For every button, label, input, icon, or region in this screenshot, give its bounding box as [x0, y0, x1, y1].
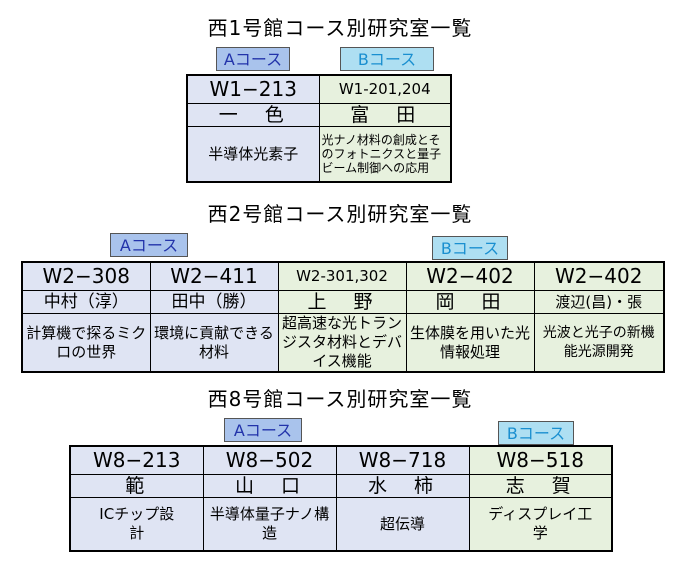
lab-professor: 渡辺(昌)・張 [533, 290, 665, 314]
w1-course-a-tag: Aコース [216, 47, 290, 71]
w1-lab-table: W1−213 W1-201,204 一 色 富 田 半導体光素子 光ナノ材料の創… [186, 74, 452, 183]
lab-professor: 中村（淳） [21, 290, 151, 314]
lab-topic: 超伝導 [335, 497, 470, 552]
lab-professor: 水 柿 [335, 474, 470, 498]
lab-professor: 一 色 [186, 103, 320, 127]
lab-topic: 半導体量子ナノ構造 [202, 497, 337, 552]
lab-professor: 志 賀 [468, 474, 613, 498]
lab-room: W1-201,204 [318, 74, 452, 104]
lab-topic: 環境に貢献できる材料 [149, 313, 279, 373]
lab-room: W8−502 [202, 445, 337, 475]
lab-topic: 半導体光素子 [186, 126, 320, 183]
w8-course-b-tag: Bコース [498, 421, 574, 445]
w8-lab-table: W8−213 W8−502 W8−718 W8−518 範 山 口 水 柿 志 … [69, 445, 613, 552]
lab-room: W2−402 [533, 261, 665, 291]
w2-course-b-tag: Bコース [432, 236, 508, 260]
lab-topic: 計算機で探るミクロの世界 [21, 313, 151, 373]
w2-lab-table: W2−308 W2−411 W2-301,302 W2−402 W2−402 中… [21, 261, 665, 373]
lab-professor: 上 野 [277, 290, 407, 314]
lab-room: W8−718 [335, 445, 470, 475]
lab-topic: ディスプレイ工学 [468, 497, 613, 552]
w2-title: 西2号館コース別研究室一覧 [207, 202, 473, 226]
lab-room: W2−402 [405, 261, 535, 291]
lab-topic: 光波と光子の新機能光源開発 [533, 313, 665, 373]
lab-professor: 山 口 [202, 474, 337, 498]
w2-course-a-tag: Aコース [110, 233, 188, 257]
w1-course-b-tag: Bコース [340, 47, 434, 71]
lab-room: W8−213 [69, 445, 204, 475]
lab-room: W2-301,302 [277, 261, 407, 291]
lab-room: W1−213 [186, 74, 320, 104]
lab-topic: 光ナノ材料の創成とそのフォトニクスと量子ビーム制御への応用 [318, 126, 452, 183]
w8-title: 西8号館コース別研究室一覧 [207, 387, 473, 411]
lab-professor: 範 [69, 474, 204, 498]
lab-topic: 超高速な光トランジスタ材料とデバイス機能 [277, 313, 407, 373]
lab-topic: ICチップ設計 [69, 497, 204, 552]
lab-room: W8−518 [468, 445, 613, 475]
lab-professor: 岡 田 [405, 290, 535, 314]
lab-professor: 富 田 [318, 103, 452, 127]
lab-room: W2−308 [21, 261, 151, 291]
lab-professor: 田中（勝） [149, 290, 279, 314]
w8-course-a-tag: Aコース [224, 418, 302, 442]
lab-room: W2−411 [149, 261, 279, 291]
lab-topic: 生体膜を用いた光情報処理 [405, 313, 535, 373]
w1-title: 西1号館コース別研究室一覧 [207, 16, 473, 40]
